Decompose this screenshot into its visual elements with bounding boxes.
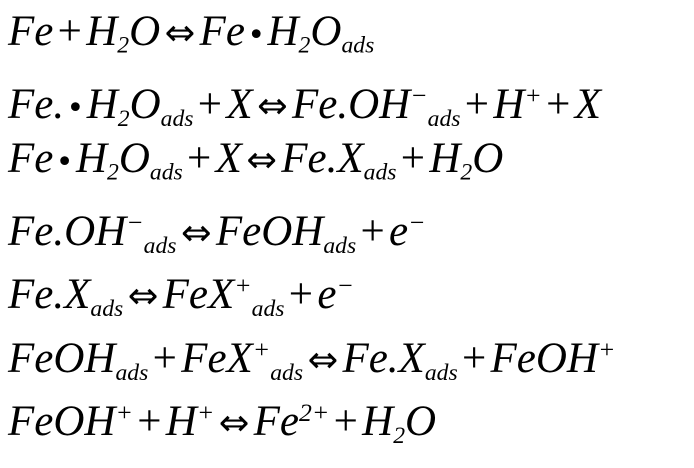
term: FeOH bbox=[8, 334, 116, 382]
equilibrium-arrow: ⇔ bbox=[218, 401, 250, 445]
equation-5: Fe.Xads⇔FeX+ads+e− bbox=[8, 254, 694, 322]
term: H bbox=[75, 135, 107, 182]
subscript: ads bbox=[424, 359, 458, 386]
plus-operator: + bbox=[57, 8, 82, 55]
subscript: ads bbox=[323, 232, 357, 259]
equation-7: FeOH++H+⇔Fe2++H2O bbox=[8, 381, 694, 449]
superscript: + bbox=[597, 334, 616, 364]
equation-3: Fe•H2Oads+X⇔Fe.Xads+H2O bbox=[8, 127, 694, 191]
adsorption-bullet: • bbox=[66, 90, 85, 126]
subscript: 2 bbox=[393, 422, 406, 449]
term: Fe bbox=[199, 8, 245, 55]
term: X bbox=[226, 80, 253, 128]
superscript: + bbox=[234, 271, 252, 300]
term: Fe.OH bbox=[8, 207, 127, 255]
term: e bbox=[317, 271, 337, 319]
term: H bbox=[493, 80, 525, 128]
term: Fe. bbox=[8, 80, 65, 128]
equilibrium-arrow: ⇔ bbox=[257, 83, 288, 127]
subscript: 2 bbox=[117, 105, 130, 132]
plus-operator: + bbox=[197, 80, 223, 128]
equilibrium-arrow: ⇔ bbox=[307, 337, 339, 381]
term: FeX bbox=[162, 271, 235, 319]
term: H bbox=[267, 8, 299, 55]
term: FeX bbox=[181, 334, 253, 382]
subscript: 2 bbox=[117, 32, 130, 59]
plus-operator: + bbox=[288, 271, 314, 319]
equation-6: FeOHads+FeX+ads⇔Fe.Xads+FeOH+ bbox=[8, 318, 694, 386]
equilibrium-arrow: ⇔ bbox=[246, 138, 277, 181]
plus-operator: + bbox=[137, 398, 162, 446]
subscript: ads bbox=[341, 32, 375, 59]
term: X bbox=[574, 80, 601, 128]
subscript: ads bbox=[143, 232, 177, 259]
plus-operator: + bbox=[546, 80, 571, 128]
subscript: ads bbox=[427, 105, 461, 132]
term: O bbox=[129, 80, 161, 128]
superscript: − bbox=[410, 80, 428, 110]
subscript: ads bbox=[149, 159, 183, 186]
superscript: + bbox=[196, 398, 215, 427]
plus-operator: + bbox=[187, 135, 212, 182]
superscript: − bbox=[408, 207, 426, 237]
subscript: ads bbox=[251, 295, 285, 322]
term: H bbox=[165, 398, 197, 446]
adsorption-bullet: • bbox=[55, 145, 74, 180]
term: O bbox=[129, 8, 161, 55]
term: Fe.X bbox=[342, 334, 425, 382]
plus-operator: + bbox=[461, 334, 487, 382]
plus-operator: + bbox=[152, 334, 177, 382]
superscript: − bbox=[336, 271, 354, 300]
equilibrium-arrow: ⇔ bbox=[180, 210, 212, 254]
equilibrium-arrow: ⇔ bbox=[127, 274, 159, 318]
adsorption-bullet: • bbox=[247, 18, 266, 53]
term: O bbox=[310, 8, 342, 55]
term: H bbox=[362, 398, 394, 446]
plus-operator: + bbox=[333, 398, 358, 446]
term: Fe.OH bbox=[292, 80, 411, 128]
term: H bbox=[86, 8, 118, 55]
term: FeOH bbox=[8, 398, 116, 446]
term: Fe bbox=[8, 135, 54, 182]
term: Fe.X bbox=[8, 271, 91, 319]
equation-1: Fe+H2O⇔Fe•H2Oads bbox=[8, 0, 694, 64]
term: X bbox=[215, 135, 242, 182]
superscript: + bbox=[524, 80, 542, 110]
term: O bbox=[405, 398, 437, 446]
subscript: 2 bbox=[107, 159, 119, 186]
term: FeOH bbox=[490, 334, 598, 382]
subscript: ads bbox=[270, 359, 304, 386]
subscript: ads bbox=[160, 105, 194, 132]
equation-4: Fe.OH−ads⇔FeOHads+e− bbox=[8, 191, 694, 259]
subscript: ads bbox=[90, 295, 124, 322]
term: H bbox=[429, 135, 461, 182]
term: Fe.X bbox=[281, 135, 364, 182]
subscript: 2 bbox=[460, 159, 473, 186]
term: H bbox=[86, 80, 118, 128]
term: O bbox=[472, 135, 504, 182]
term: O bbox=[118, 135, 150, 182]
term: Fe bbox=[8, 8, 54, 55]
superscript: 2+ bbox=[298, 398, 330, 427]
superscript: + bbox=[115, 398, 133, 427]
term: e bbox=[389, 207, 409, 255]
superscript: + bbox=[252, 334, 271, 364]
subscript: ads bbox=[363, 159, 397, 186]
equilibrium-arrow: ⇔ bbox=[164, 11, 196, 54]
plus-operator: + bbox=[360, 207, 385, 255]
term: FeOH bbox=[215, 207, 324, 255]
reaction-mechanism: Fe+H2O⇔Fe•H2Oads Fe.•H2Oads+X⇔Fe.OH−ads+… bbox=[8, 0, 694, 449]
term: Fe bbox=[253, 398, 299, 446]
subscript: ads bbox=[115, 359, 149, 386]
plus-operator: + bbox=[464, 80, 490, 128]
equation-2: Fe.•H2Oads+X⇔Fe.OH−ads+H++X bbox=[8, 64, 694, 132]
superscript: − bbox=[126, 207, 144, 237]
subscript: 2 bbox=[298, 32, 311, 59]
plus-operator: + bbox=[400, 135, 426, 182]
